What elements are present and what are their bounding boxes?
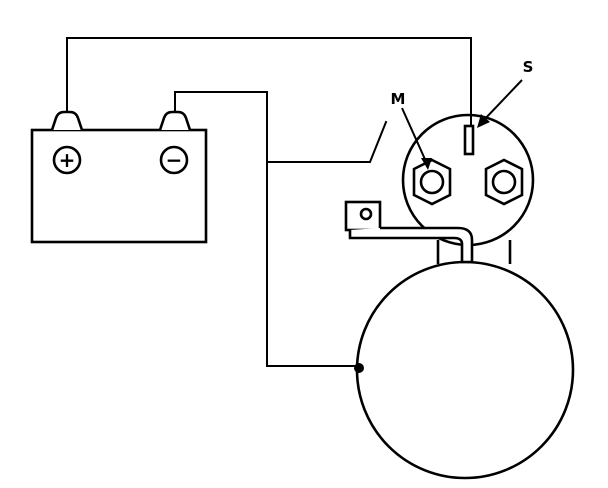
- m-terminal: [412, 158, 452, 206]
- callouts: M S: [391, 58, 534, 170]
- m-terminal-stud: [419, 169, 445, 195]
- wiring: [66, 37, 472, 367]
- b-terminal-stud: [491, 169, 517, 195]
- negative-symbol: −: [166, 148, 183, 172]
- motor-housing: [355, 260, 575, 480]
- battery-case: [30, 128, 208, 244]
- battery-positive-post: [50, 110, 84, 131]
- wire-ground-to-solenoid: [266, 120, 388, 163]
- battery: + −: [30, 110, 208, 244]
- label-s: S: [523, 58, 534, 76]
- wire-positive-to-s: [66, 37, 472, 127]
- solenoid: [401, 113, 535, 247]
- motor-ground-terminal: [354, 363, 364, 373]
- negative-symbol-ring: [159, 145, 189, 175]
- label-s-arrowhead: [477, 114, 490, 128]
- positive-symbol: +: [59, 148, 76, 172]
- positive-symbol-ring: [52, 145, 82, 175]
- motor-strap: [344, 200, 474, 264]
- battery-negative-post: [158, 110, 192, 131]
- label-m-arrowhead: [421, 158, 432, 170]
- label-m-leader: [401, 107, 429, 167]
- strap-bar: [348, 226, 474, 264]
- label-m: M: [391, 90, 406, 108]
- wire-negative-to-motor: [174, 91, 355, 367]
- b-terminal: [484, 158, 524, 206]
- label-s-leader: [481, 79, 523, 123]
- starter-motor: [354, 240, 575, 480]
- s-terminal: [463, 124, 475, 156]
- strap-lug-hole: [359, 207, 373, 221]
